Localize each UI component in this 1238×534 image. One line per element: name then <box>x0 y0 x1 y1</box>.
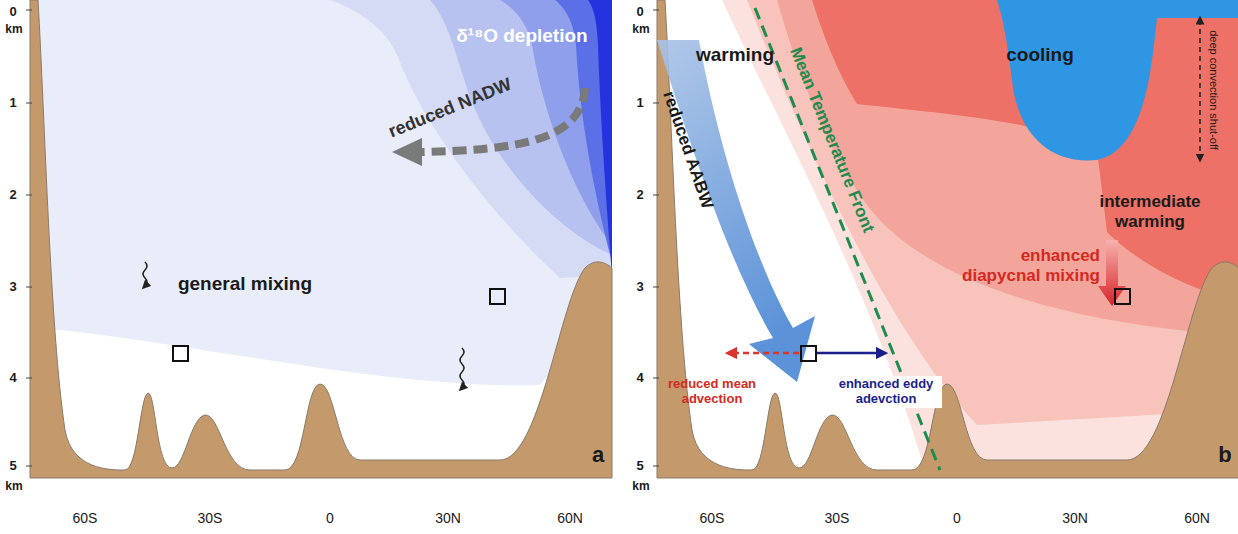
core-site <box>490 289 505 304</box>
latitude-label: 60N <box>557 510 583 526</box>
annotation: reduced AABW <box>659 89 718 212</box>
convection-arrow <box>1199 20 1201 158</box>
temperature-band <box>722 0 1238 478</box>
annotation: δ¹⁸O depletion <box>456 25 587 47</box>
depth-tick-label: 2 <box>9 188 16 203</box>
depth-tick-label: 2 <box>636 188 643 203</box>
diapycnal-arrow <box>1098 240 1126 306</box>
temperature-band <box>747 0 1238 425</box>
mixing-squiggle <box>143 262 147 286</box>
ocean-water <box>30 0 612 478</box>
depth-tick-label: 3 <box>9 280 16 295</box>
depth-tick-label: 1 <box>636 96 643 111</box>
mixing-squiggle <box>460 348 464 388</box>
annotation: reduced NADW <box>385 74 514 142</box>
seafloor-topography <box>657 0 1238 478</box>
depth-tick-label: 4 <box>9 371 16 386</box>
temperature-band <box>812 0 1238 300</box>
latitude-label: 60S <box>700 510 725 526</box>
depth-unit: km <box>632 480 649 494</box>
latitude-label: 30N <box>1062 510 1088 526</box>
latitude-label: 30S <box>825 510 850 526</box>
isotope-band <box>588 0 612 275</box>
depth-tick-label: 5 <box>636 459 643 474</box>
depth-ticks <box>26 10 32 466</box>
latitude-label: 60S <box>73 510 98 526</box>
panel-letter: b <box>1218 442 1231 467</box>
panel-b <box>653 0 1238 478</box>
nadw-arrowhead <box>392 138 422 166</box>
annotation: intermediate warming <box>1094 192 1206 231</box>
depth-unit: km <box>5 480 22 494</box>
latitude-label: 30N <box>435 510 461 526</box>
depth-tick-label: 1 <box>9 96 16 111</box>
depth-tick-label: 4 <box>636 371 643 386</box>
temperature-band <box>777 0 1238 335</box>
ocean-water <box>657 0 1238 478</box>
annotation: Mean Temperature Front <box>786 45 878 236</box>
latitude-label: 60N <box>1184 510 1210 526</box>
annotation: enhanced eddy adevction <box>830 376 942 408</box>
isotope-band <box>30 0 612 385</box>
core-site <box>1115 289 1130 304</box>
depth-tick-label: 3 <box>636 280 643 295</box>
depth-unit: km <box>5 23 22 37</box>
panel-letter: a <box>592 442 604 467</box>
depth-unit: km <box>632 23 649 37</box>
annotation: warming <box>696 44 774 66</box>
annotation: enhanced diapycnal mixing <box>950 246 1100 285</box>
depth-tick-label: 0 <box>9 5 16 20</box>
isotope-band <box>330 0 612 278</box>
depth-tick-label: 5 <box>9 459 16 474</box>
cooling-region <box>997 0 1238 160</box>
eddy-advection-arrow <box>816 352 882 355</box>
annotation: reduced mean advection <box>662 377 762 407</box>
depth-ticks <box>653 10 659 466</box>
annotation: deep convection shut-off <box>1208 30 1221 150</box>
seafloor-topography <box>30 0 612 478</box>
annotation: cooling <box>1006 44 1074 66</box>
core-site <box>801 346 816 361</box>
depth-tick-label: 0 <box>636 5 643 20</box>
core-site <box>173 346 188 361</box>
annotation: general mixing <box>178 273 312 295</box>
latitude-label: 0 <box>953 510 961 526</box>
latitude-label: 0 <box>326 510 334 526</box>
aabw-arrow <box>657 40 815 382</box>
latitude-label: 30S <box>198 510 223 526</box>
mean-advection-arrow <box>731 352 799 355</box>
panel-a <box>26 0 612 478</box>
